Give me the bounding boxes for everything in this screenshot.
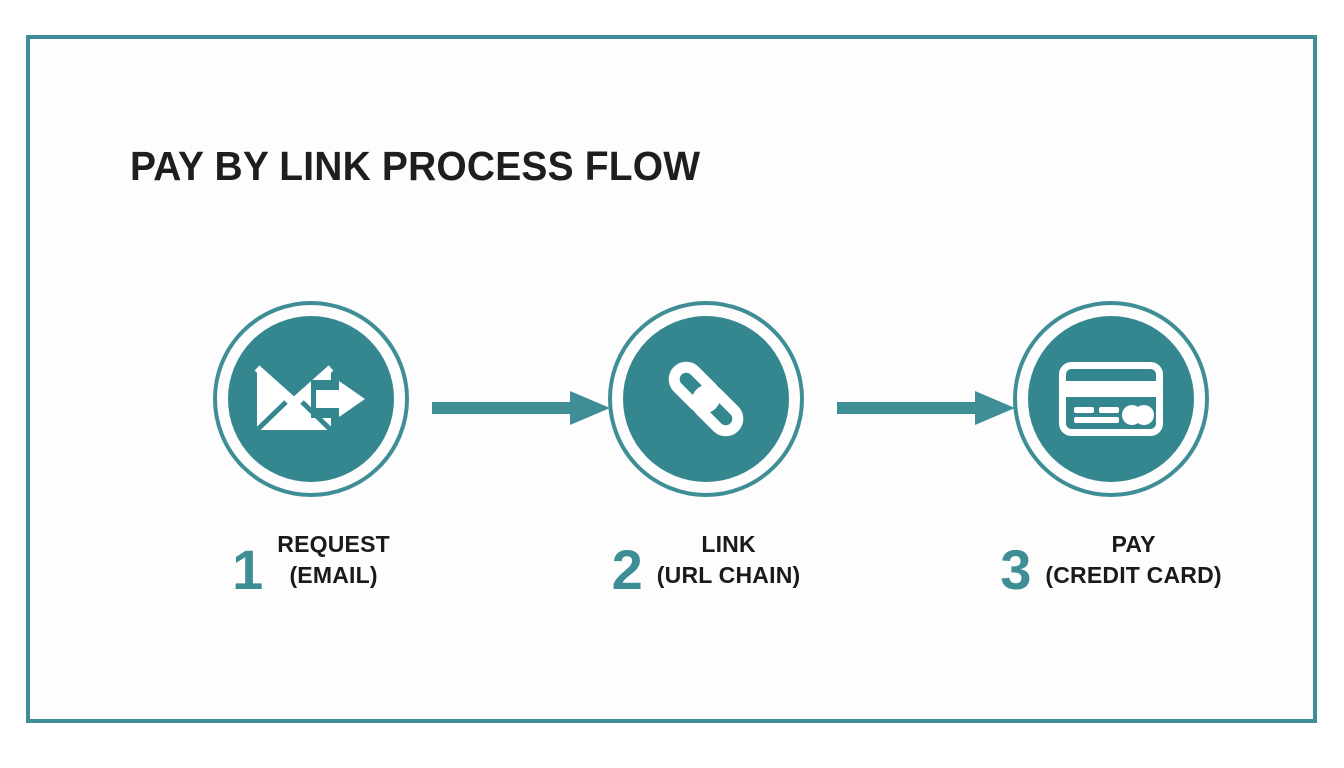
slide-border-frame: PAY BY LINK PROCESS FLOW xyxy=(26,35,1317,723)
step-2-number: 2 xyxy=(611,538,643,602)
step-2-label-line1: LINK xyxy=(701,531,756,557)
envelope-send-icon xyxy=(253,360,369,438)
step-3-icon-disc xyxy=(1028,316,1194,482)
process-step-3[interactable]: 3 PAY (CREDIT CARD) xyxy=(961,301,1261,631)
step-1-label: REQUEST (EMAIL) xyxy=(277,529,390,591)
step-3-number: 3 xyxy=(1000,538,1032,602)
step-3-label-line1: PAY xyxy=(1111,531,1156,557)
step-1-medallion xyxy=(213,301,409,497)
step-1-caption: 1 REQUEST (EMAIL) xyxy=(161,529,461,598)
step-3-caption: 3 PAY (CREDIT CARD) xyxy=(961,529,1261,598)
step-2-icon-disc xyxy=(623,316,789,482)
arrow-step2-to-step3 xyxy=(837,388,1017,428)
process-flow-steps: 1 REQUEST (EMAIL) xyxy=(56,301,1344,631)
step-2-label: LINK (URL CHAIN) xyxy=(657,529,801,591)
process-step-2[interactable]: 2 LINK (URL CHAIN) xyxy=(556,301,856,631)
step-1-label-line2: (EMAIL) xyxy=(289,562,378,589)
step-1-number: 1 xyxy=(232,538,264,602)
step-2-caption: 2 LINK (URL CHAIN) xyxy=(556,529,856,598)
step-2-label-line2: (URL CHAIN) xyxy=(656,562,801,589)
credit-card-icon xyxy=(1058,361,1164,437)
page-title: PAY BY LINK PROCESS FLOW xyxy=(130,143,701,189)
step-3-label-line2: (CREDIT CARD) xyxy=(1045,562,1222,589)
step-1-icon-disc xyxy=(228,316,394,482)
arrow-step1-to-step2 xyxy=(432,388,612,428)
step-3-medallion xyxy=(1013,301,1209,497)
step-2-medallion xyxy=(608,301,804,497)
process-step-1[interactable]: 1 REQUEST (EMAIL) xyxy=(161,301,461,631)
step-3-label: PAY (CREDIT CARD) xyxy=(1045,529,1221,591)
chain-link-icon xyxy=(658,351,754,447)
step-1-label-line1: REQUEST xyxy=(277,531,390,557)
